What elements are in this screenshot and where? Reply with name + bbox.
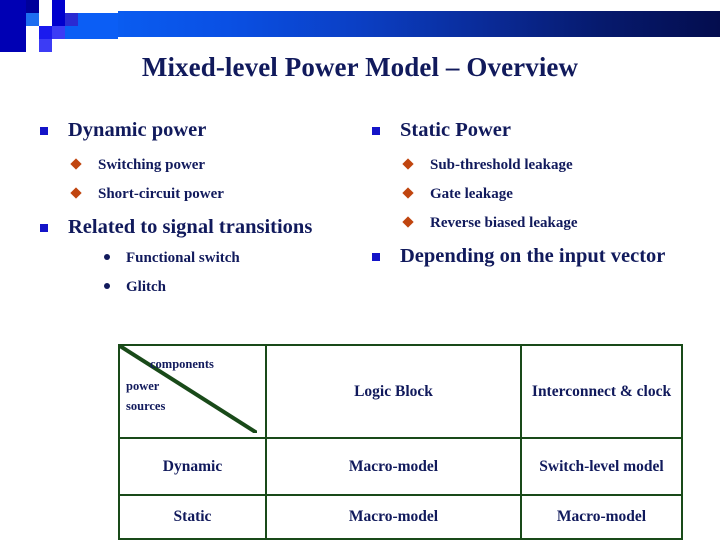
bullet-reverse-biased-leakage: Reverse biased leakage	[360, 214, 710, 232]
table-row-dynamic: Dynamic Macro-model Switch-level model	[118, 437, 683, 496]
bullet-label: Gate leakage	[430, 186, 513, 203]
bullet-label: Sub-threshold leakage	[430, 157, 573, 174]
dot-bullet-icon	[104, 254, 110, 261]
diamond-bullet-icon	[402, 158, 414, 170]
dot-bullet-icon	[104, 283, 110, 290]
mosaic-block	[52, 0, 65, 13]
mosaic-block	[52, 13, 65, 26]
bullet-label: Short-circuit power	[98, 186, 224, 203]
mosaic-block	[26, 13, 39, 26]
mosaic-block	[26, 0, 39, 13]
square-bullet-icon	[372, 127, 380, 135]
bullet-depending-on-input-vector: Depending on the input vector	[360, 244, 710, 268]
mosaic-block	[0, 0, 26, 52]
mosaic-block	[65, 26, 118, 39]
bullet-dynamic-power: Dynamic power	[28, 118, 378, 142]
bullet-label: Dynamic power	[68, 119, 207, 141]
table-header-logic-block: Logic Block	[265, 344, 522, 439]
bullet-label: Glitch	[126, 279, 166, 296]
mosaic-block	[78, 13, 118, 26]
bullet-label: Related to signal transitions	[68, 216, 313, 239]
diamond-bullet-icon	[402, 216, 414, 228]
power-model-table: components power sources Logic Block Int…	[118, 344, 683, 540]
bullet-label: Switching power	[98, 157, 206, 174]
mosaic-block	[39, 39, 52, 52]
corner-power-label: power	[126, 379, 160, 393]
bullet-label: Functional switch	[126, 250, 240, 267]
cell-static-logic-block: Macro-model	[265, 494, 522, 540]
square-bullet-icon	[40, 224, 48, 233]
left-content-column: Dynamic power Switching power Short-circ…	[28, 118, 378, 296]
header-gradient-bar	[118, 11, 720, 37]
table-row-static: Static Macro-model Macro-model	[118, 494, 683, 540]
cell-dynamic-logic-block: Macro-model	[265, 437, 522, 496]
diagonal-divider-icon	[120, 346, 265, 437]
bullet-gate-leakage: Gate leakage	[360, 185, 710, 203]
bullet-label: Static Power	[400, 119, 511, 141]
table-header-interconnect-clock: Interconnect & clock	[520, 344, 683, 439]
corner-sources-label: sources	[126, 399, 166, 413]
bullet-sub-threshold-leakage: Sub-threshold leakage	[360, 156, 710, 174]
bullet-label: Depending on the input vector	[400, 245, 666, 268]
bullet-functional-switch: Functional switch	[28, 249, 378, 267]
row-label-static: Static	[118, 494, 267, 540]
right-content-column: Static Power Sub-threshold leakage Gate …	[360, 118, 710, 268]
mosaic-block	[52, 26, 65, 39]
mosaic-block	[65, 13, 78, 26]
diamond-bullet-icon	[70, 158, 82, 170]
row-label-dynamic: Dynamic	[118, 437, 267, 496]
corner-mosaic	[0, 0, 118, 52]
cell-dynamic-interconnect-clock: Switch-level model	[520, 437, 683, 496]
bullet-glitch: Glitch	[28, 278, 378, 296]
square-bullet-icon	[40, 127, 48, 135]
bullet-related-to-signal-transitions: Related to signal transitions	[28, 215, 378, 239]
cell-static-interconnect-clock: Macro-model	[520, 494, 683, 540]
table-header-row: components power sources Logic Block Int…	[118, 344, 683, 439]
page-title: Mixed-level Power Model – Overview	[141, 52, 579, 82]
bullet-switching-power: Switching power	[28, 156, 378, 174]
bullet-static-power: Static Power	[360, 118, 710, 142]
diamond-bullet-icon	[402, 187, 414, 199]
diamond-bullet-icon	[70, 187, 82, 199]
table-corner-cell: components power sources	[118, 344, 267, 439]
mosaic-block	[39, 26, 52, 39]
corner-components-label: components	[150, 357, 214, 371]
square-bullet-icon	[372, 253, 380, 262]
bullet-short-circuit-power: Short-circuit power	[28, 185, 378, 203]
bullet-label: Reverse biased leakage	[430, 215, 578, 232]
